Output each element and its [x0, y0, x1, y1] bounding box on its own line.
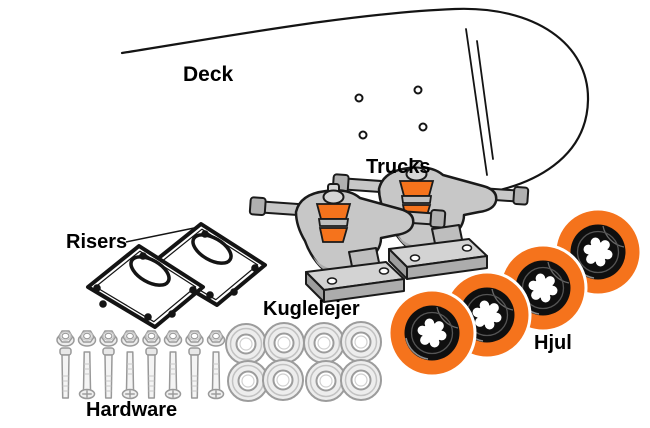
- deck-mounting-holes: [354, 85, 428, 140]
- hardware-label: Hardware: [86, 399, 178, 421]
- bearing: [262, 359, 304, 401]
- nut: [120, 330, 140, 347]
- bearing: [303, 322, 345, 364]
- deck-hole: [418, 122, 428, 132]
- deck-outline: [120, 7, 590, 208]
- hardware-bolts: [59, 347, 225, 400]
- hardware-nuts: [56, 330, 226, 347]
- risers-label: Risers: [66, 231, 128, 253]
- nut: [99, 330, 118, 347]
- risers-leader-line: [125, 226, 200, 243]
- deck-bend-line: [465, 28, 488, 176]
- bolt: [164, 351, 182, 400]
- nut: [206, 330, 226, 347]
- bearing: [227, 360, 269, 402]
- trucks-label: Trucks: [366, 156, 431, 178]
- deck-hole: [354, 93, 364, 103]
- bolt: [78, 351, 96, 400]
- bearings-label: Kuglelejer: [263, 298, 360, 320]
- nut: [163, 330, 183, 347]
- wheels-label: Hjul: [534, 332, 572, 354]
- bearing: [225, 323, 267, 365]
- bolt: [59, 347, 72, 399]
- deck-label: Deck: [183, 63, 234, 86]
- bearing: [340, 321, 382, 363]
- nut: [77, 330, 97, 347]
- nut: [142, 330, 161, 347]
- deck-bend-line: [476, 40, 494, 160]
- bearings-set: [225, 321, 382, 402]
- nut: [56, 330, 75, 347]
- bolt: [102, 347, 115, 399]
- bolt: [207, 351, 225, 400]
- deck-hole: [358, 130, 368, 140]
- bearing: [340, 359, 382, 401]
- bearing: [263, 322, 305, 364]
- wheel: [387, 288, 477, 378]
- bolt: [121, 351, 139, 400]
- bolt: [188, 347, 201, 399]
- deck-hole: [413, 85, 423, 95]
- bolt: [145, 347, 158, 399]
- nut: [185, 330, 204, 347]
- bearing: [305, 360, 347, 402]
